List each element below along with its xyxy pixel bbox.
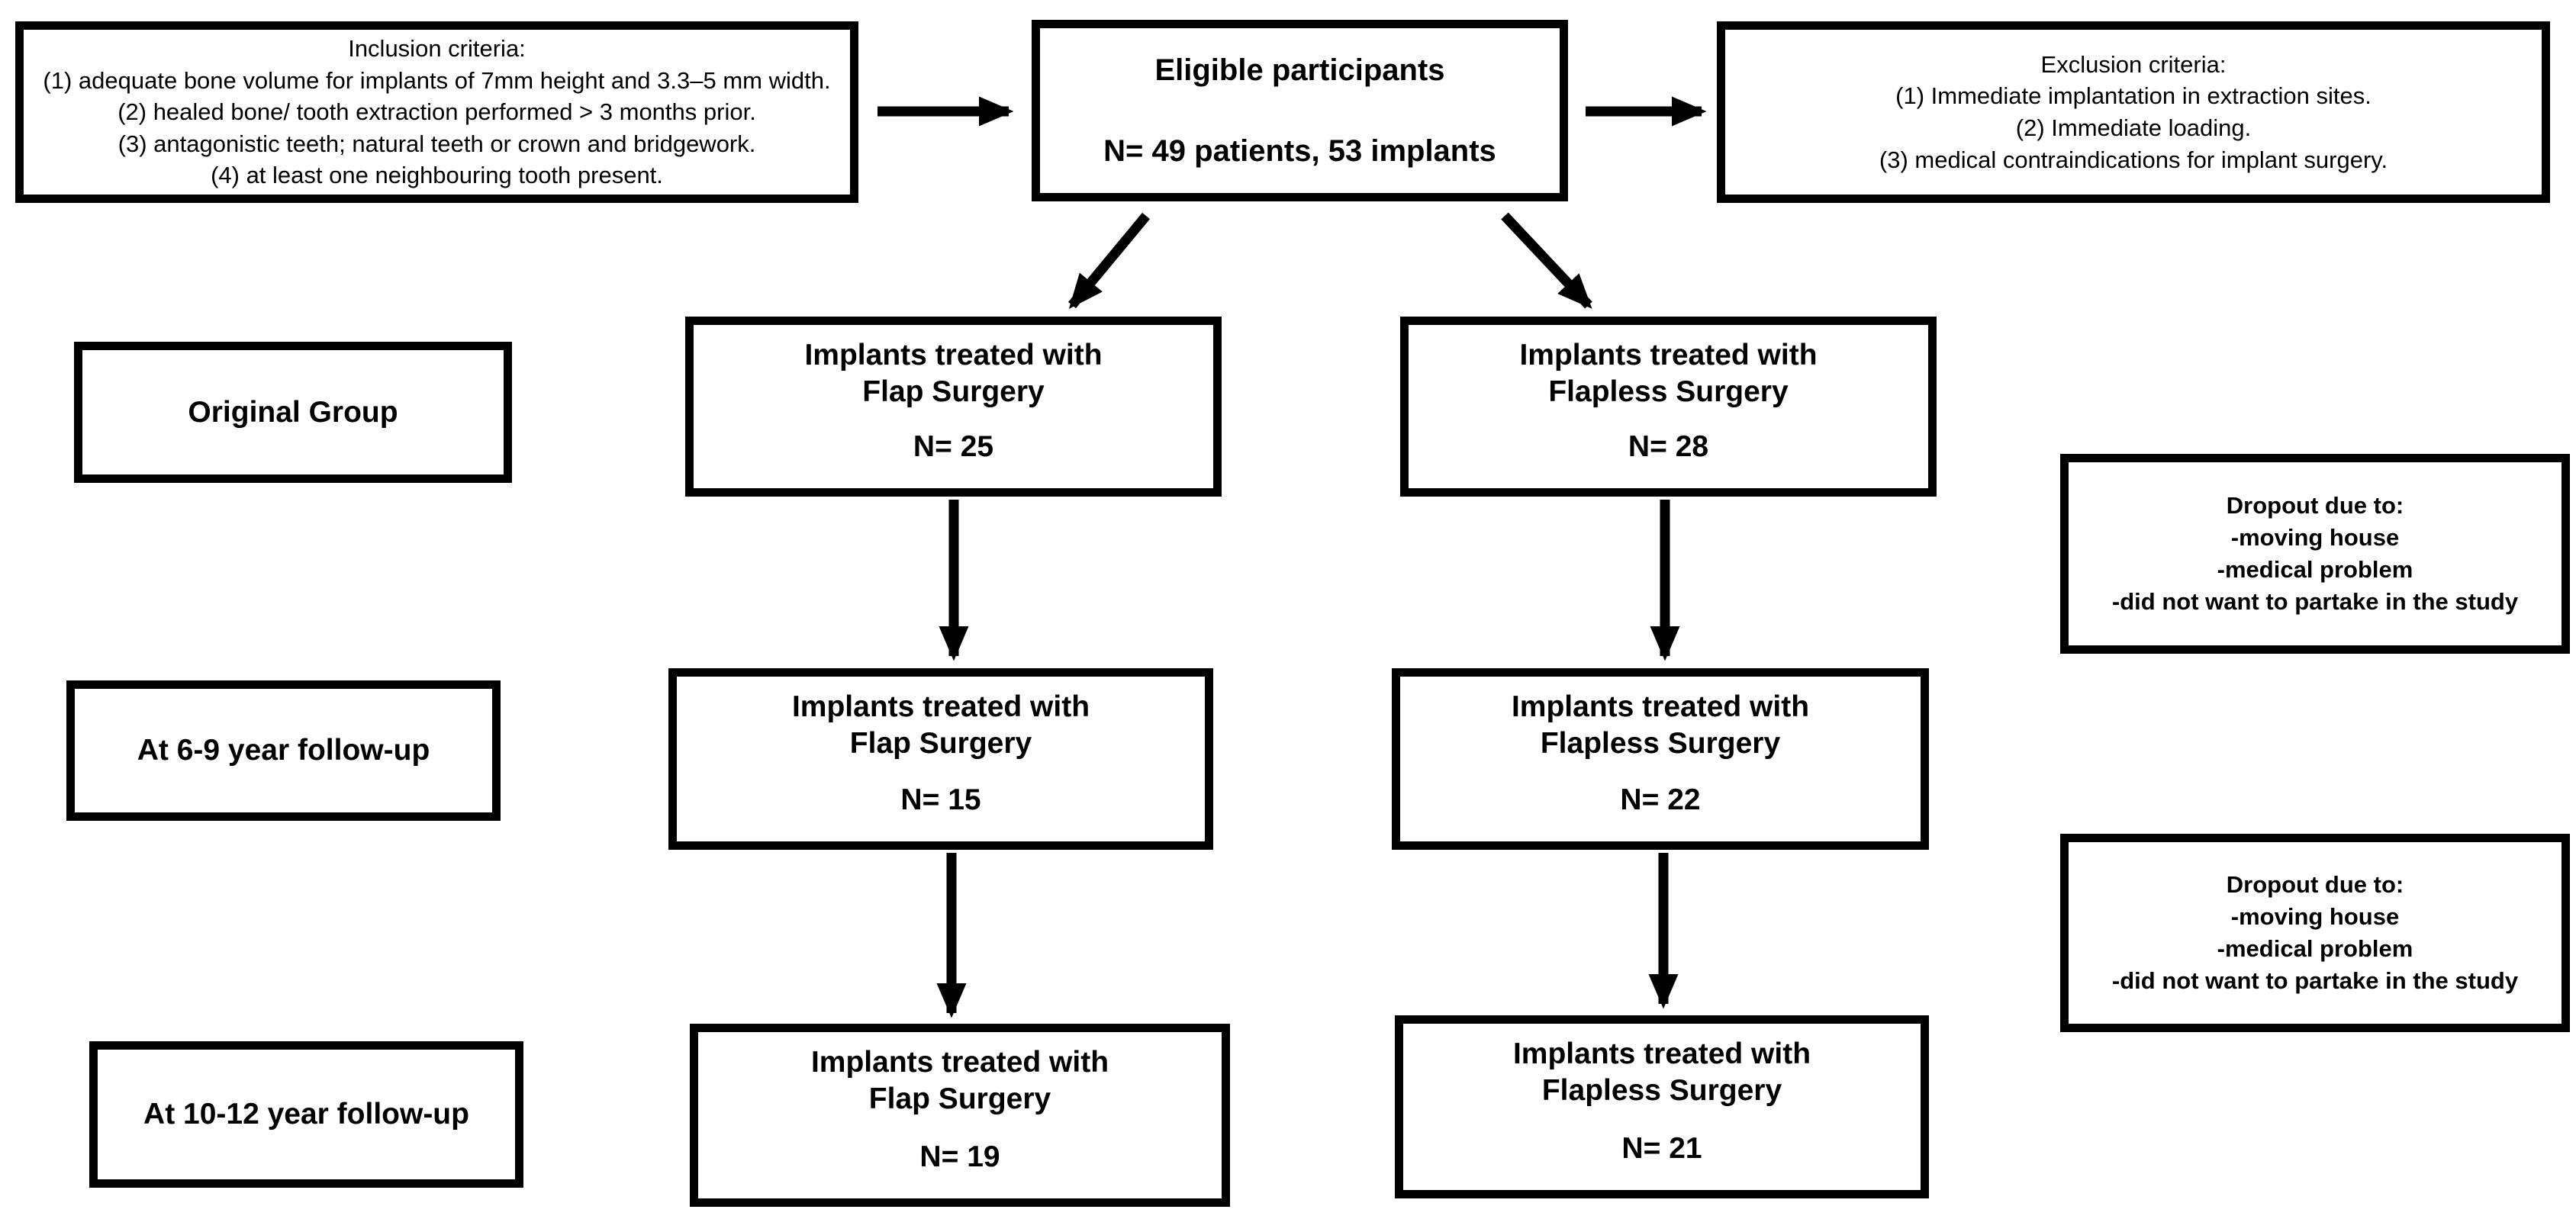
row-label-text: At 6-9 year follow-up [137,734,430,767]
row-label-6-9-followup: At 6-9 year follow-up [66,680,501,821]
flapless-surgery-title: Implants treated with Flapless Surgery [1519,339,1818,408]
row-label-original-group: Original Group [74,342,512,483]
inclusion-criteria-item: (2) healed bone/ tooth extraction perfor… [118,98,756,126]
eligible-participants-title: Eligible participants [1154,53,1445,87]
dropout-item: -moving house [2230,902,2400,930]
flap-surgery-count: N= 15 [900,783,981,817]
dropout-title: Dropout due to: [2226,491,2404,519]
inclusion-criteria-item: (3) antagonistic teeth; natural teeth or… [118,130,756,157]
flap-surgery-box-6-9: Implants treated with Flap Surgery N= 15 [668,668,1213,850]
inclusion-criteria-title: Inclusion criteria: [348,35,526,63]
flap-surgery-box-10-12: Implants treated with Flap Surgery N= 19 [690,1024,1230,1207]
dropout-item: -did not want to partake in the study [2111,967,2519,995]
eligible-participants-box: Eligible participants N= 49 patients, 53… [1032,20,1568,201]
inclusion-criteria-item: (1) adequate bone volume for implants of… [43,66,831,94]
flap-surgery-count: N= 25 [913,430,994,464]
flapless-surgery-count: N= 21 [1621,1132,1702,1166]
row-label-10-12-followup: At 10-12 year follow-up [89,1041,523,1188]
flap-surgery-title: Implants treated with Flap Surgery [791,690,1090,760]
exclusion-criteria-item: (1) Immediate implantation in extraction… [1895,82,2372,110]
flapless-surgery-title: Implants treated with Flapless Surgery [1511,690,1810,760]
dropout-item: -did not want to partake in the study [2111,588,2519,616]
row-label-text: At 10-12 year follow-up [143,1098,469,1131]
arrow-eligible-to-flapless [1501,212,1592,309]
row-label-text: Original Group [188,395,398,429]
flapless-surgery-count: N= 22 [1620,783,1701,817]
dropout-item: -medical problem [2217,556,2413,583]
flap-surgery-title: Implants treated with Flap Surgery [804,339,1103,408]
flap-surgery-title: Implants treated with Flap Surgery [810,1046,1109,1115]
flap-surgery-count: N= 19 [919,1140,1000,1174]
arrow-eligible-to-flap [1067,212,1151,310]
exclusion-criteria-item: (3) medical contraindications for implan… [1879,146,2388,173]
flap-surgery-box-original: Implants treated with Flap Surgery N= 25 [685,317,1222,497]
inclusion-criteria-box: Inclusion criteria: (1) adequate bone vo… [15,21,858,203]
exclusion-criteria-title: Exclusion criteria: [2040,50,2227,78]
dropout-box-6-9: Dropout due to: -moving house -medical p… [2060,454,2570,654]
flapless-surgery-box-original: Implants treated with Flapless Surgery N… [1400,317,1937,497]
flapless-surgery-box-6-9: Implants treated with Flapless Surgery N… [1392,668,1929,850]
dropout-item: -medical problem [2217,935,2413,962]
flapless-surgery-box-10-12: Implants treated with Flapless Surgery N… [1395,1015,1929,1198]
flapless-surgery-title: Implants treated with Flapless Surgery [1512,1037,1811,1107]
flapless-surgery-count: N= 28 [1628,430,1709,464]
dropout-item: -moving house [2230,523,2400,551]
eligible-participants-count: N= 49 patients, 53 implants [1103,134,1496,168]
dropout-box-10-12: Dropout due to: -moving house -medical p… [2060,834,2570,1032]
inclusion-criteria-item: (4) at least one neighbouring tooth pres… [211,162,663,189]
exclusion-criteria-item: (2) Immediate loading. [2015,114,2252,141]
exclusion-criteria-box: Exclusion criteria: (1) Immediate implan… [1717,21,2550,203]
dropout-title: Dropout due to: [2226,870,2404,898]
